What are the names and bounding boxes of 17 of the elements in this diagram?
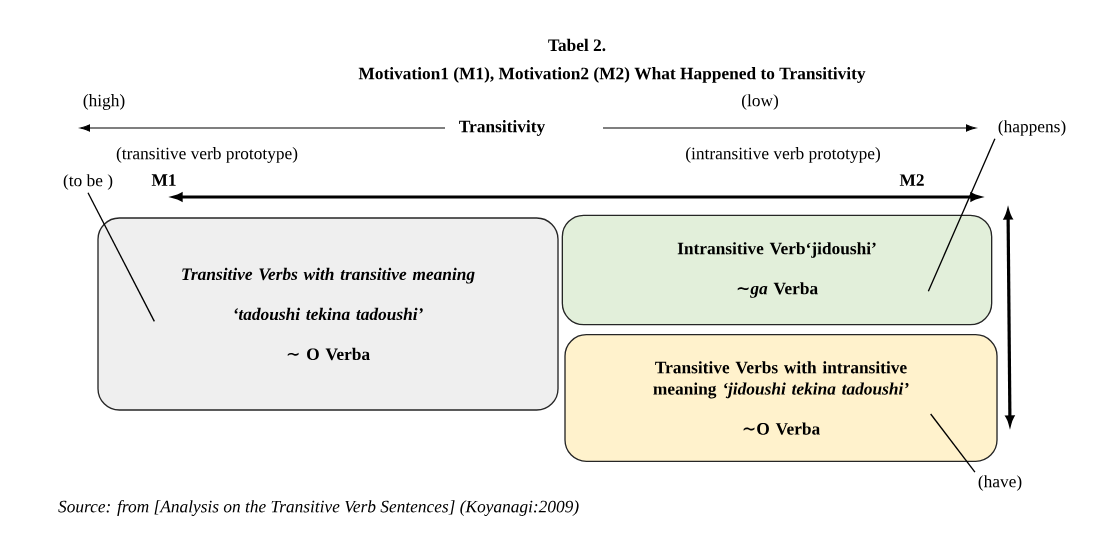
motivation-label: M1: [148, 171, 180, 189]
heading: Motivation1 (M1), Motivation2 (M2) What Happened to Transitivity: [355, 64, 869, 86]
axis-label: Transitivity: [456, 117, 548, 139]
verb-type-box: Transitive Verbs with transitive meaning ‘tadoushi tekina tadoushi’ ∼ O Verba: [97, 217, 559, 411]
verb-type-box: Intransitive Verb‘jidoushi’ ∼ga Verba: [561, 214, 993, 326]
caption: Source: from [Analysis on the Transitive Verb Sentences] (Koyanagi:2009): [58, 500, 579, 516]
leader-text: (have): [978, 475, 1022, 491]
leader-text: (to be ): [63, 174, 113, 190]
scale-label: (intransitive verb prototype): [682, 144, 884, 166]
scale-label: (high): [80, 91, 128, 113]
title: Tabel 2.: [548, 38, 606, 52]
leader-text: (happens): [998, 120, 1066, 136]
motivation-label: M2: [896, 171, 928, 189]
scale-label: (low): [738, 91, 782, 113]
scale-label: (transitive verb prototype): [113, 144, 301, 166]
leader-line: [87, 192, 155, 322]
verb-type-box: Transitive Verbs with intransitive meaning ‘jidoushi tekina tadoushi’ ∼O Verba: [564, 334, 998, 462]
